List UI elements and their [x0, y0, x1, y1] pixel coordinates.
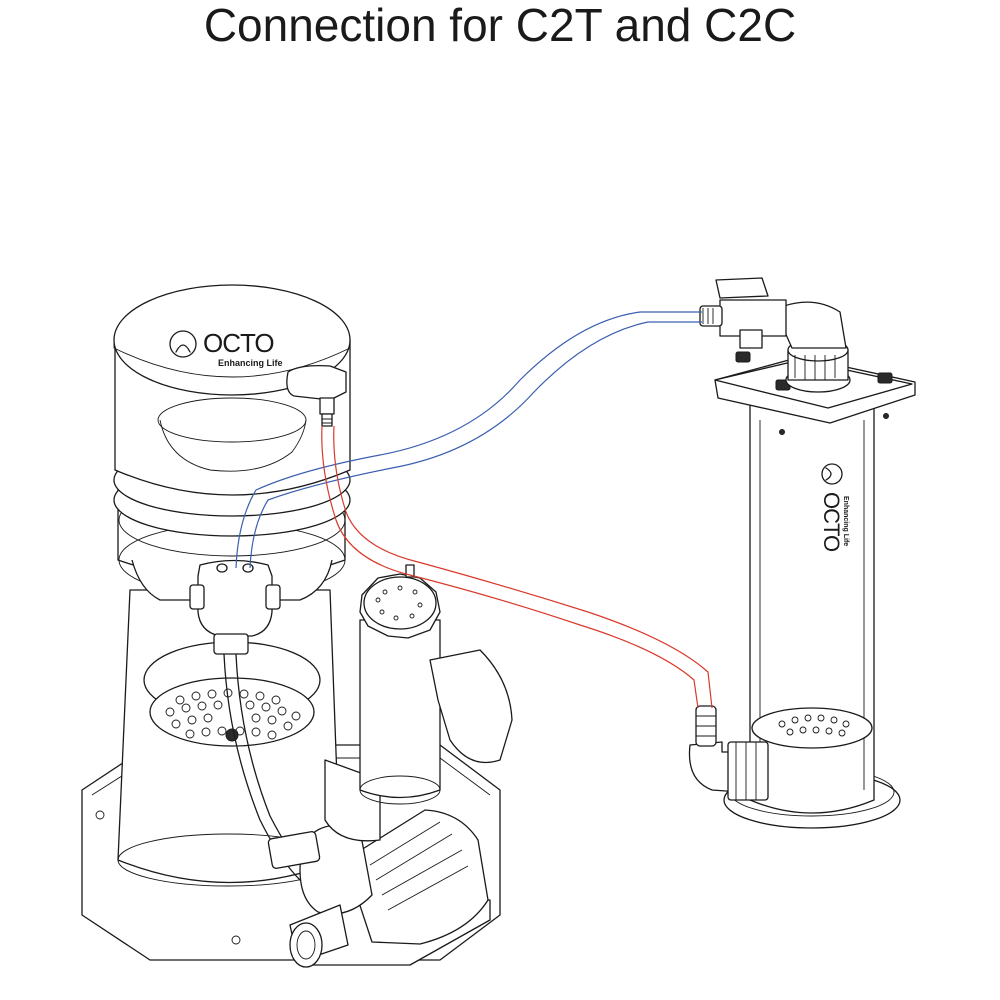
feed-tube [321, 425, 713, 709]
skimmer-logo-tagline: Enhancing Life [218, 358, 283, 368]
media-reactor: OCTO Enhancing Life [688, 277, 916, 829]
reactor-logo-text: OCTO [819, 492, 844, 552]
return-tube [235, 311, 702, 569]
feed-pump [267, 809, 491, 968]
cup-drain-fitting [286, 364, 347, 401]
reactor-logo: OCTO Enhancing Life [819, 463, 849, 552]
reactor-logo-tagline: Enhancing Life [842, 496, 849, 546]
page-title: Connection for C2T and C2C [203, 0, 797, 51]
bubble-plate [149, 677, 315, 747]
skimmer-riser [324, 564, 513, 842]
skimmer-logo: OCTO Enhancing Life [169, 328, 283, 368]
air-manifold [197, 559, 273, 637]
pump-motor [344, 809, 489, 945]
skimmer-logo-text: OCTO [203, 328, 274, 358]
